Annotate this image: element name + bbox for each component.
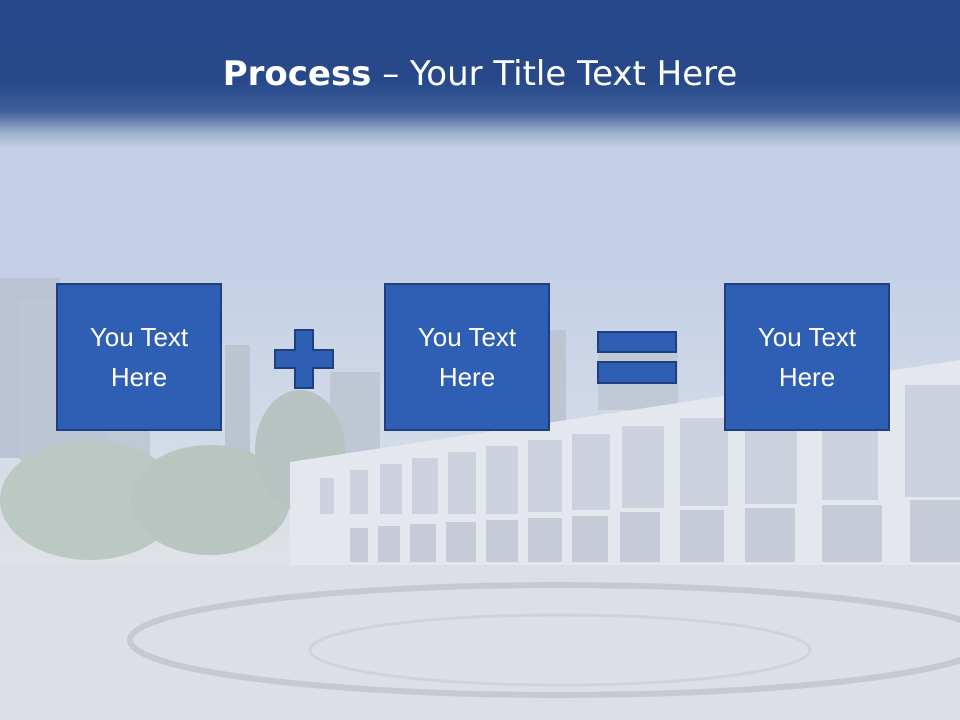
step-2-line-1: You Text xyxy=(417,322,517,352)
step-1-line-2: Here xyxy=(110,362,168,392)
process-step-3[interactable]: You Text Here xyxy=(724,283,890,431)
step-2-line-2: Here xyxy=(438,362,496,392)
title-rest: – Your Title Text Here xyxy=(371,54,738,94)
step-1-text: You Text Here xyxy=(69,317,209,397)
process-step-2[interactable]: You Text Here xyxy=(384,283,550,431)
step-3-line-1: You Text xyxy=(757,322,857,352)
process-step-1[interactable]: You Text Here xyxy=(56,283,222,431)
step-2-text: You Text Here xyxy=(397,317,537,397)
title-bold: Process xyxy=(222,54,372,94)
equals-icon xyxy=(597,331,677,384)
header-band xyxy=(0,0,960,148)
step-3-text: You Text Here xyxy=(737,317,877,397)
slide-title[interactable]: Process – Your Title Text Here xyxy=(0,52,960,96)
plus-icon xyxy=(274,329,334,389)
step-1-line-1: You Text xyxy=(89,322,189,352)
step-3-line-2: Here xyxy=(778,362,836,392)
